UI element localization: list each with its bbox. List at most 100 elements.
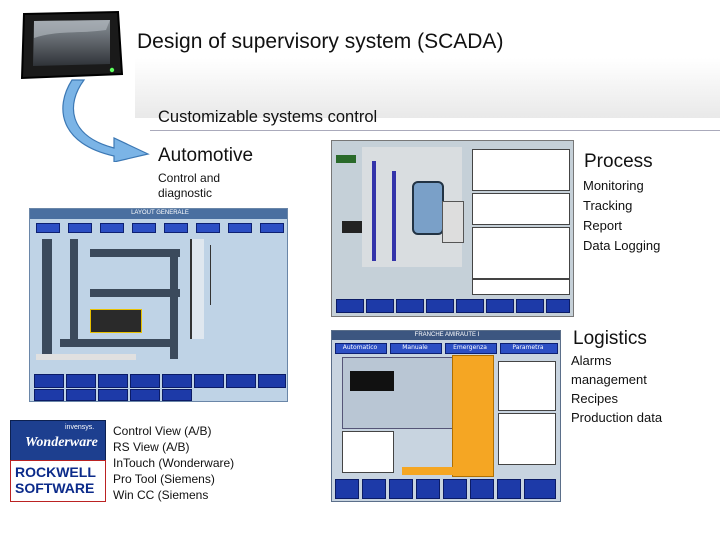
screen-button[interactable] (66, 374, 96, 388)
logistics-title: Logistics (573, 328, 647, 349)
info-box (472, 193, 570, 225)
conveyor-line (170, 249, 178, 359)
screen-button[interactable] (366, 299, 394, 313)
screen-button[interactable] (416, 479, 440, 499)
logistics-screen-header: FRANCHE AMIRAUTE I (414, 332, 480, 338)
subtitle-divider (150, 130, 720, 131)
screen-button[interactable] (34, 389, 64, 401)
screen-button[interactable] (130, 389, 160, 401)
process-list-item: Tracking (583, 198, 633, 213)
page-title: Design of supervisory system (SCADA) (137, 30, 504, 53)
rockwell-software-logo: ROCKWELL SOFTWARE (10, 460, 106, 502)
label-strip (36, 354, 136, 360)
conveyor-line (90, 289, 180, 297)
logistics-list: Alarms management Recipes Production dat… (571, 351, 662, 427)
tab-label: Parametra (512, 344, 544, 351)
curved-arrow-icon (62, 79, 150, 162)
pipe (372, 161, 376, 261)
screen-button[interactable] (389, 479, 413, 499)
screen-button[interactable] (228, 223, 252, 233)
software-list: Control View (A/B) RS View (A/B) InTouch… (113, 423, 234, 503)
valve-block (442, 201, 464, 243)
wonderware-logo-top: invensys. (65, 424, 95, 431)
screen-button[interactable] (516, 299, 544, 313)
tab-manuale[interactable] (390, 343, 442, 354)
legend-column (190, 239, 204, 339)
screen-button[interactable] (486, 299, 514, 313)
screen-title-bar (30, 209, 287, 219)
values-table (498, 361, 556, 411)
screen-button[interactable] (68, 223, 92, 233)
tab-label: Emergenza (453, 344, 487, 351)
screen-button[interactable] (260, 223, 284, 233)
screen-button[interactable] (34, 374, 64, 388)
process-list-item: Report (583, 218, 623, 233)
screen-button[interactable] (443, 479, 467, 499)
wonderware-logo: invensys. Wonderware (10, 420, 106, 462)
screen-button[interactable] (164, 223, 188, 233)
automotive-description-line: diagnostic (158, 186, 213, 200)
screen-button[interactable] (456, 299, 484, 313)
screen-button[interactable] (470, 479, 494, 499)
station-block (90, 309, 142, 333)
screen-button[interactable] (162, 389, 192, 401)
screen-button[interactable] (100, 223, 124, 233)
cell-diagram (342, 357, 454, 429)
screen-button[interactable] (362, 479, 386, 499)
screen-title-bar (332, 331, 560, 340)
values-table (498, 413, 556, 465)
wonderware-logo-name: Wonderware (25, 435, 98, 450)
process-scada-screen (331, 140, 574, 317)
page-subtitle: Customizable systems control (158, 108, 378, 126)
process-title: Process (584, 151, 653, 172)
screen-button[interactable] (396, 299, 424, 313)
screen-button[interactable] (194, 374, 224, 388)
rockwell-logo-line2: SOFTWARE (15, 480, 95, 496)
screen-button[interactable] (162, 374, 192, 388)
conveyor-line (90, 249, 180, 257)
screen-button[interactable] (524, 479, 556, 499)
screen-button[interactable] (226, 374, 256, 388)
screen-button[interactable] (98, 389, 128, 401)
logistics-list-item: management (571, 372, 647, 387)
screen-button[interactable] (132, 223, 156, 233)
tab-emergenza[interactable] (445, 343, 497, 354)
screen-button[interactable] (497, 479, 521, 499)
logistics-list-item: Alarms (571, 353, 612, 368)
software-list-item: Pro Tool (Siemens) (113, 472, 215, 486)
screen-button[interactable] (98, 374, 128, 388)
tab-automatico[interactable] (335, 343, 387, 354)
logistics-scada-screen: FRANCHE AMIRAUTE I Automatico Manuale Em… (331, 330, 561, 502)
machine-block (350, 371, 394, 391)
automotive-screen-header: LAYOUT GENERALE (131, 210, 189, 216)
screen-button[interactable] (36, 223, 60, 233)
values-table (342, 431, 394, 473)
tab-label: Automatico (342, 344, 378, 351)
software-list-item: RS View (A/B) (113, 440, 190, 454)
automotive-description: Control and diagnostic (158, 171, 220, 201)
logistics-list-item: Recipes (571, 391, 618, 406)
orange-rack (452, 355, 494, 477)
screen-button[interactable] (196, 223, 220, 233)
automotive-scada-screen: LAYOUT GENERALE (29, 208, 288, 402)
info-box (472, 279, 570, 295)
tab-parametra[interactable] (500, 343, 558, 354)
screen-button[interactable] (335, 479, 359, 499)
legend-lines (210, 245, 271, 305)
rockwell-logo-line1: ROCKWELL (15, 464, 96, 480)
header-gradient-band (135, 58, 720, 118)
screen-button[interactable] (66, 389, 96, 401)
tank (412, 181, 444, 235)
screen-button[interactable] (336, 299, 364, 313)
info-box (472, 149, 570, 191)
automotive-title: Automotive (158, 145, 254, 166)
software-list-item: Control View (A/B) (113, 424, 212, 438)
parts-table (472, 227, 570, 279)
screen-button[interactable] (258, 374, 286, 388)
screen-button[interactable] (130, 374, 160, 388)
screen-button[interactable] (546, 299, 570, 313)
tab-label: Manuale (402, 344, 428, 351)
screen-button[interactable] (426, 299, 454, 313)
automotive-description-line: Control and (158, 171, 221, 185)
software-list-item: InTouch (Wonderware) (113, 456, 235, 470)
